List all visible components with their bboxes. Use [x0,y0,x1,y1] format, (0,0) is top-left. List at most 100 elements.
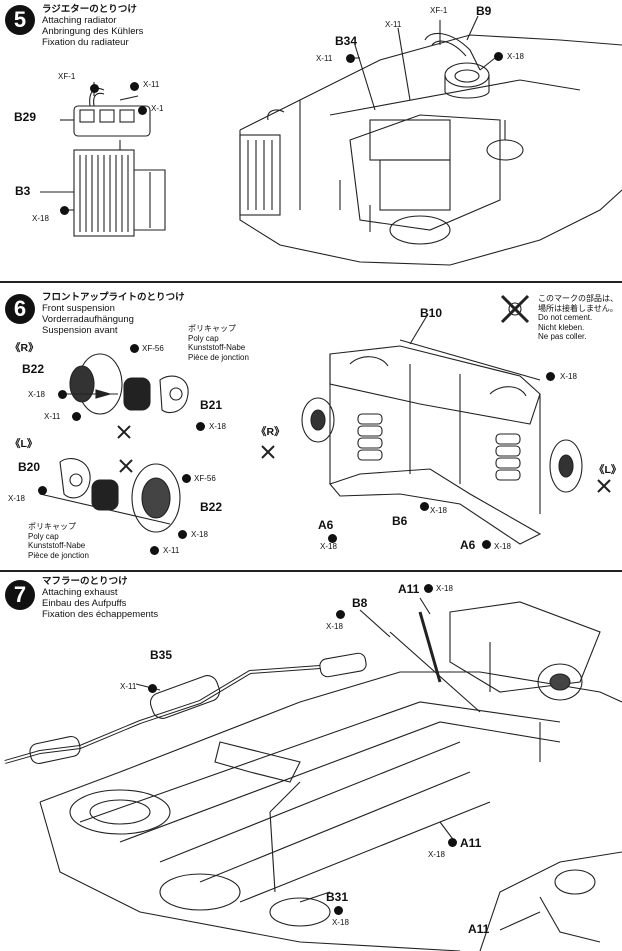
label-b3: B3 [15,184,31,198]
step-6-illustration [39,294,611,545]
divider [0,570,622,572]
label-b34: B34 [335,34,358,48]
label-x18-top: X-18 [507,52,524,61]
screw-icon [482,540,491,549]
label-b29: B29 [14,110,37,124]
polycap-fr: Pièce de jonction [188,352,249,362]
label-x18-b8: X-18 [326,622,343,631]
divider [0,281,622,283]
label-a6-left: A6 [318,518,334,532]
screw-icon [420,502,429,511]
no-cement-fr: Ne pas coller. [538,332,587,341]
label-b22-top: B22 [22,362,45,376]
step-7-title: マフラーのとりつけ Attaching exhaust Einbau des A… [42,576,158,620]
label-x11-a: X-11 [44,412,61,421]
label-x11-top: X-11 [385,20,402,29]
polycap-note-top: ポリキャップ Poly cap Kunststoff-Nabe Pièce de… [188,324,249,362]
step-5-title-jp: ラジエターのとりつけ [42,4,137,15]
screw-icon [72,412,81,421]
label-x18-h: X-18 [494,542,511,551]
polycap-de: Kunststoff-Nabe [28,541,86,550]
step-6-title-jp: フロントアップライトのとりつけ [42,292,185,303]
screw-icon [58,390,67,399]
label-x18-b: X-18 [209,422,226,431]
no-cement-jp2: 場所は接着しません。 [538,303,618,313]
step-7-title-jp: マフラーのとりつけ [42,576,128,587]
screw-icon [182,474,191,483]
label-b8: B8 [352,596,368,610]
label-b6: B6 [392,514,408,528]
label-a11-bot: A11 [468,922,490,936]
label-a6-right: A6 [460,538,476,552]
screw-icon [148,684,157,693]
screw-icon [328,534,337,543]
step-7-section: 7 マフラーのとりつけ Attaching exhaust Einbau des… [0,572,622,951]
screw-icon [336,610,345,619]
label-b31: B31 [326,890,349,904]
label-x11-left: X-11 [143,80,160,89]
step-7-title-en: Attaching exhaust [42,587,118,598]
label-l-right: 《L》 [594,464,622,476]
polycap-fr: Pièce de jonction [28,550,89,560]
no-cement-en: Do not cement. [538,313,593,322]
step-6-title-de: Vorderradaufhängung [42,314,134,325]
step-5-title-de: Anbringung des Kühlers [42,26,144,37]
label-a11-top: A11 [398,582,420,596]
screw-icon [138,106,147,115]
no-cement-de: Nicht kleben. [538,322,585,332]
screw-icon [334,906,343,915]
screw-icon [130,344,139,353]
label-x18-f: X-18 [430,506,447,515]
label-x18-c: X-18 [8,494,25,503]
label-x18-a: X-18 [28,390,45,399]
polycap-jp: ポリキャップ [28,522,76,531]
screw-icon [90,84,99,93]
label-x11-b: X-11 [163,546,180,555]
step-6-title-fr: Suspension avant [42,325,118,336]
label-x18-a11: X-18 [436,584,453,593]
label-x11-b34: X-11 [316,54,333,63]
no-cement-note: このマークの部品は、 場所は接着しません。 Do not cement. Nic… [538,294,618,342]
label-x18-mid: X-18 [428,850,445,859]
step-5-illustration [40,15,622,266]
label-x18-left: X-18 [32,214,49,223]
polycap-note-bottom: ポリキャップ Poly cap Kunststoff-Nabe Pièce de… [28,522,89,560]
step-6-section: 6 フロントアップライトのとりつけ Front suspension Vorde… [0,284,622,569]
label-x18-b31: X-18 [332,918,349,927]
label-b22-bot: B22 [200,500,223,514]
screw-icon [130,82,139,91]
step-number-7: 7 [5,580,35,610]
label-x11-b35: X-11 [120,682,137,691]
label-xf1-top: XF-1 [430,6,448,15]
step-5-section: 5 ラジエターのとりつけ Attaching radiator Anbringu… [0,0,622,280]
label-xf56-bot: XF-56 [194,474,216,483]
step-7-illustration [4,597,622,951]
screw-icon [38,486,47,495]
label-x18-e: X-18 [560,372,577,381]
screw-icon [346,54,355,63]
label-a11-mid: A11 [460,836,482,850]
label-b10: B10 [420,306,443,320]
label-x18-d: X-18 [191,530,208,539]
step-7-title-fr: Fixation des échappements [42,609,159,620]
label-xf1-left: XF-1 [58,72,76,81]
step-6-title-en: Front suspension [42,303,115,314]
polycap-jp: ポリキャップ [188,324,236,333]
no-cement-jp1: このマークの部品は、 [538,294,618,303]
step-5-title-fr: Fixation du radiateur [42,37,129,48]
label-b20: B20 [18,460,41,474]
label-r-top: 《R》 [10,342,39,354]
screw-icon [196,422,205,431]
step-5-title: ラジエターのとりつけ Attaching radiator Anbringung… [42,4,143,48]
screw-icon [150,546,159,555]
label-b35: B35 [150,648,173,662]
step-7-title-de: Einbau des Aufpuffs [42,598,127,609]
step-number-6: 6 [5,294,35,324]
screw-icon [424,584,433,593]
screw-icon [494,52,503,61]
polycap-en: Poly cap [28,531,59,541]
label-xf56-top: XF-56 [142,344,164,353]
label-x1-left: X-1 [151,104,164,113]
label-l-left: 《L》 [10,438,38,450]
polycap-de: Kunststoff-Nabe [188,343,246,352]
